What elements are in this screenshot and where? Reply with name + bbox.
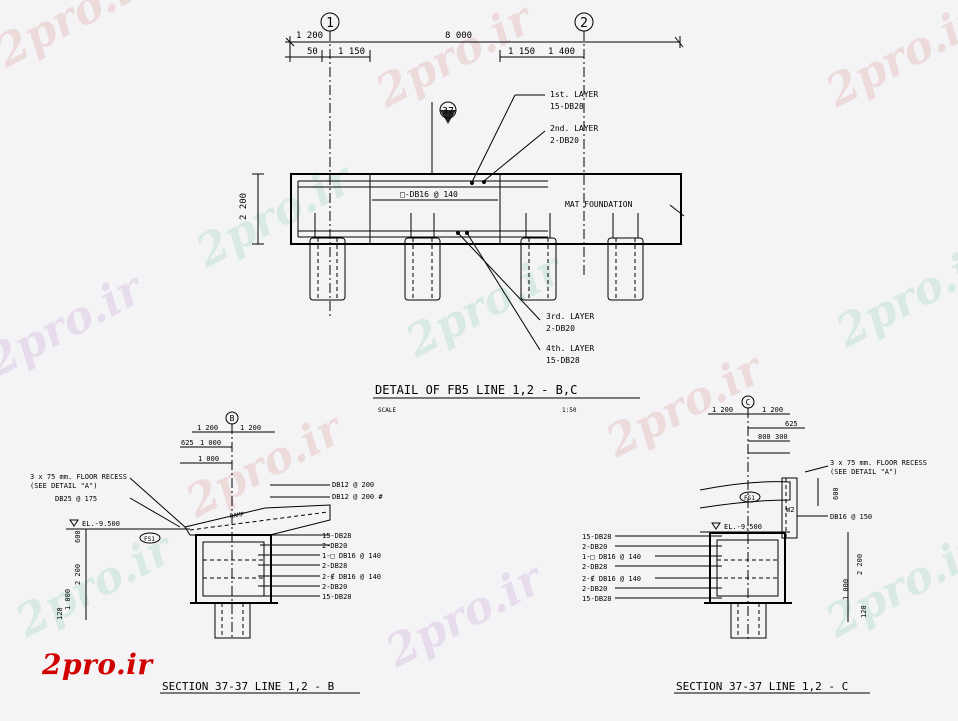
grid-label-1: 1 <box>326 16 334 31</box>
dim-1200-c2: 1 200 <box>762 406 783 414</box>
label-15db28-bottom-c: 15-DB28 <box>582 595 612 603</box>
wall-w2 <box>781 477 798 539</box>
label-2db28-b: 2-DB28 <box>322 562 347 570</box>
detail-title: DETAIL OF FB5 LINE 1,2 - B,C <box>375 383 577 397</box>
db16-150-label: DB16 @ 150 <box>830 513 872 521</box>
dim-1150b: 1 150 <box>508 47 535 57</box>
section-c-title: SECTION 37-37 LINE 1,2 - C <box>676 680 848 693</box>
dim-120-c: 120 <box>860 605 868 618</box>
recess-ref-b: (SEE DETAIL "A") <box>30 482 97 490</box>
layer2-bars: 2-DB20 <box>550 136 579 145</box>
detail-fb5: 1 2 1 200 8 000 50 1 150 1 150 1 400 37 <box>239 12 685 414</box>
dim-600-c: 600 <box>832 487 840 500</box>
grid-label-b: B <box>230 414 235 423</box>
recess-ref-c: (SEE DETAIL "A") <box>830 468 897 476</box>
section-b-title: SECTION 37-37 LINE 1,2 - B <box>162 680 335 693</box>
dim-600-b: 600 <box>74 530 82 543</box>
layer1-bars: 15-DB28 <box>550 102 584 111</box>
dim-300-c: 300 <box>775 433 788 441</box>
el-label-c: EL.-9.500 <box>724 523 762 531</box>
piles <box>309 213 644 301</box>
dim-1000-b2: 1 000 <box>198 455 219 463</box>
layer1-label: 1st. LAYER <box>550 90 598 99</box>
label-15db28-top-c: 15-DB28 <box>582 533 612 541</box>
layer3-label: 3rd. LAYER <box>546 312 594 321</box>
dim-1200-c1: 1 200 <box>712 406 733 414</box>
label-stirrup-c: 1-□ DB16 @ 140 <box>582 553 641 561</box>
dim-1200: 1 200 <box>296 31 323 41</box>
label-2db20-bottom-c: 2-DB20 <box>582 585 607 593</box>
db25-label: DB25 @ 175 <box>55 495 97 503</box>
mat-foundation-label: MAT FOUNDATION <box>565 200 633 209</box>
label-db12-200-b: DB12 @ 200 <box>332 481 374 489</box>
label-2db20-bottom-b: 2-DB20 <box>322 583 347 591</box>
dim-1000-b: 1 000 <box>64 589 72 610</box>
brand-logo: 2pro.ir <box>42 648 153 681</box>
label-2db20-top-c: 2-DB20 <box>582 543 607 551</box>
stirrup-label: □-DB16 @ 140 <box>400 190 458 199</box>
layer4-label: 4th. LAYER <box>546 344 594 353</box>
scale-value: 1:50 <box>562 407 577 414</box>
label-stirrup-b: 1-□ DB16 @ 140 <box>322 552 381 560</box>
section-marker-label: 37 <box>442 106 454 117</box>
label-2db20-top-b: 2-DB20 <box>322 542 347 550</box>
dim-120-b: 120 <box>56 607 64 620</box>
dim-2200: 2 200 <box>239 193 249 220</box>
dim-1000-c: 1 000 <box>842 579 850 600</box>
footing-section-b <box>195 534 272 604</box>
dim-1200-b1: 1 200 <box>197 424 218 432</box>
section-c: C 1 200 1 200 625 800 300 3 x 75 mm. FLO… <box>582 395 927 694</box>
label-15db28-bottom-b: 15-DB28 <box>322 593 352 601</box>
dim-1200-b2: 1 200 <box>240 424 261 432</box>
recess-label-c: 3 x 75 mm. FLOOR RECESS <box>830 459 927 467</box>
dim-50: 50 <box>307 47 318 57</box>
label-tie-b: 2-∉ DB16 @ 140 <box>322 573 381 581</box>
section-b: B 1 200 1 200 625 1 000 1 000 3 x 75 mm.… <box>30 411 383 694</box>
dim-1150a: 1 150 <box>338 47 365 57</box>
fs1-tag-b: FS1 <box>144 536 155 543</box>
dim-2200-c: 2 200 <box>856 554 864 575</box>
ramp-label: RAMP <box>229 511 245 520</box>
dim-625-c: 625 <box>785 420 798 428</box>
fs1-tag-c: FS1 <box>744 495 755 502</box>
dim-2200-b: 2 200 <box>74 564 82 585</box>
grid-label-2: 2 <box>580 16 588 31</box>
layer3-bars: 2-DB20 <box>546 324 575 333</box>
layer2-label: 2nd. LAYER <box>550 124 598 133</box>
scale-label: SCALE <box>378 407 396 414</box>
dim-1000-b1: 1 000 <box>200 439 221 447</box>
label-2db28-c: 2-DB28 <box>582 563 607 571</box>
dim-625-b: 625 <box>181 439 194 447</box>
footing-beam <box>290 173 682 245</box>
dim-8000: 8 000 <box>445 31 472 41</box>
grid-label-c: C <box>746 398 751 407</box>
recess-label-b: 3 x 75 mm. FLOOR RECESS <box>30 473 127 481</box>
w2-label: W2 <box>786 506 794 514</box>
layer4-bars: 15-DB28 <box>546 356 580 365</box>
label-15db28-top-b: 15-DB28 <box>322 532 352 540</box>
label-tie-c: 2-∉ DB16 @ 140 <box>582 575 641 583</box>
dim-800-c: 800 <box>758 433 771 441</box>
label-db12-200-hash-b: DB12 @ 200 # <box>332 493 383 501</box>
dim-1400: 1 400 <box>548 47 575 57</box>
el-label-b: EL.-9.500 <box>82 520 120 528</box>
